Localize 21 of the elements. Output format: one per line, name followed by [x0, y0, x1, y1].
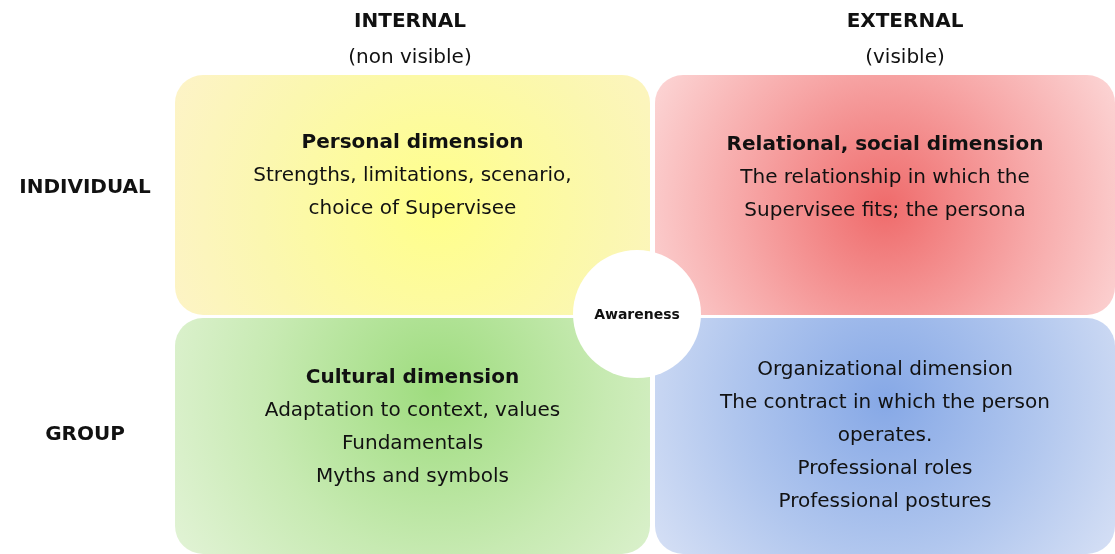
- description-text: Myths and symbols: [316, 462, 509, 489]
- heading: Relational, social dimension: [726, 130, 1044, 157]
- axis-heading: INDIVIDUAL: [18, 174, 152, 198]
- description-text: Professional roles: [797, 454, 973, 481]
- description-text: Adaptation to context, values: [264, 396, 561, 423]
- axis-heading: INTERNAL: [353, 8, 467, 32]
- description-text: Professional postures: [778, 487, 992, 514]
- axis-subtitle: (non visible): [347, 44, 473, 68]
- heading: Cultural dimension: [305, 363, 520, 390]
- heading: Personal dimension: [301, 128, 524, 155]
- axis-heading: EXTERNAL: [845, 8, 965, 32]
- circle-label: Awareness: [594, 306, 680, 322]
- axis-subtitle: (visible): [864, 44, 946, 68]
- quadrant-panel: [175, 318, 650, 554]
- axis-heading: GROUP: [44, 421, 126, 445]
- description-text: Organizational dimension: [757, 355, 1013, 382]
- quadrant-panel: [655, 318, 1115, 554]
- description-text: The relationship in which the Supervisee fits; the persona: [739, 163, 1031, 223]
- description-text: Fundamentals: [341, 429, 484, 456]
- description-text: The contract in which the person operates.: [719, 388, 1051, 448]
- description-text: Strengths, limitations, scenario, choice of Supervisee: [252, 161, 573, 221]
